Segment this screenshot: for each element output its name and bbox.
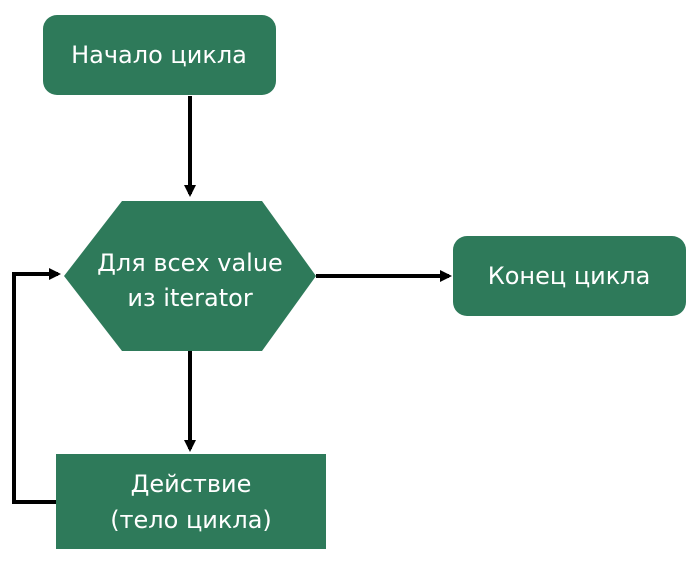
node-start: Начало цикла (43, 15, 276, 95)
end-label: Конец цикла (488, 262, 651, 290)
condition-label-line-1: Для всех value (97, 249, 283, 277)
action-label-line-1: Действие (131, 470, 252, 498)
condition-hexagon (64, 201, 316, 351)
action-box (56, 454, 326, 549)
node-action: Действие (тело цикла) (56, 454, 326, 549)
edge-action-loop-back-to-condition (12, 268, 61, 504)
end-box (453, 236, 686, 316)
edges (12, 96, 452, 504)
action-label-line-2: (тело цикла) (110, 506, 272, 534)
node-end: Конец цикла (453, 236, 686, 316)
condition-label-line-2: из iterator (127, 284, 253, 312)
node-condition: Для всех value из iterator (64, 201, 316, 351)
start-box (43, 15, 276, 95)
start-label: Начало цикла (71, 41, 247, 69)
